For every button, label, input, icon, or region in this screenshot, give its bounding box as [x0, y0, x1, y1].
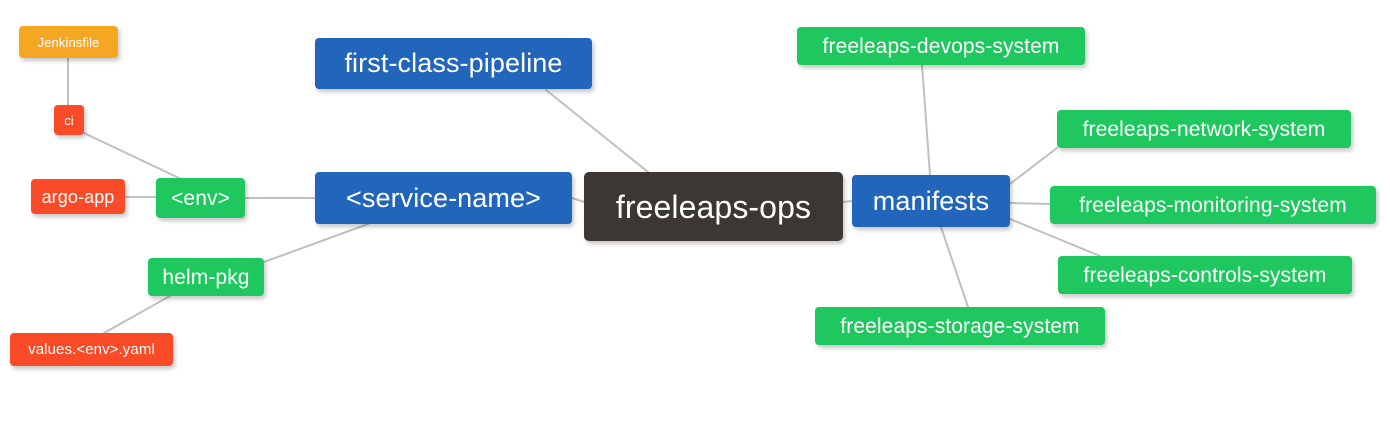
edge-manifests-to-freeleaps-controls-system — [1009, 218, 1101, 257]
node-env[interactable]: <env> — [156, 178, 245, 218]
node-argo-app[interactable]: argo-app — [31, 179, 125, 214]
node-jenkinsfile[interactable]: Jenkinsfile — [19, 26, 118, 58]
node-freeleaps-monitoring-system[interactable]: freeleaps-monitoring-system — [1050, 186, 1376, 224]
edge-helm-pkg-to-values-env-yaml — [103, 295, 171, 334]
edge-first-class-pipeline-to-freeleaps-ops — [545, 89, 649, 173]
node-freeleaps-controls-system[interactable]: freeleaps-controls-system — [1058, 256, 1352, 294]
node-helm-pkg[interactable]: helm-pkg — [148, 258, 264, 296]
edge-service-name-to-helm-pkg — [263, 223, 369, 263]
edge-freeleaps-ops-to-manifests — [842, 200, 853, 203]
edge-manifests-to-freeleaps-storage-system — [940, 226, 969, 308]
node-ci[interactable]: ci — [54, 105, 84, 135]
node-manifests[interactable]: manifests — [852, 175, 1010, 227]
edge-manifests-to-freeleaps-monitoring-system — [1009, 202, 1051, 205]
node-freeleaps-network-system[interactable]: freeleaps-network-system — [1057, 110, 1351, 148]
edge-manifests-to-freeleaps-network-system — [1009, 147, 1058, 185]
node-service-name[interactable]: <service-name> — [315, 172, 572, 224]
edge-service-name-to-freeleaps-ops — [571, 197, 585, 203]
node-freeleaps-devops-system[interactable]: freeleaps-devops-system — [797, 27, 1085, 65]
node-values-env-yaml[interactable]: values.<env>.yaml — [10, 333, 173, 366]
edge-manifests-to-freeleaps-devops-system — [921, 64, 931, 176]
node-freeleaps-storage-system[interactable]: freeleaps-storage-system — [815, 307, 1105, 345]
edge-ci-to-env — [83, 132, 180, 179]
node-freeleaps-ops[interactable]: freeleaps-ops — [584, 172, 843, 241]
node-first-class-pipeline[interactable]: first-class-pipeline — [315, 38, 592, 89]
